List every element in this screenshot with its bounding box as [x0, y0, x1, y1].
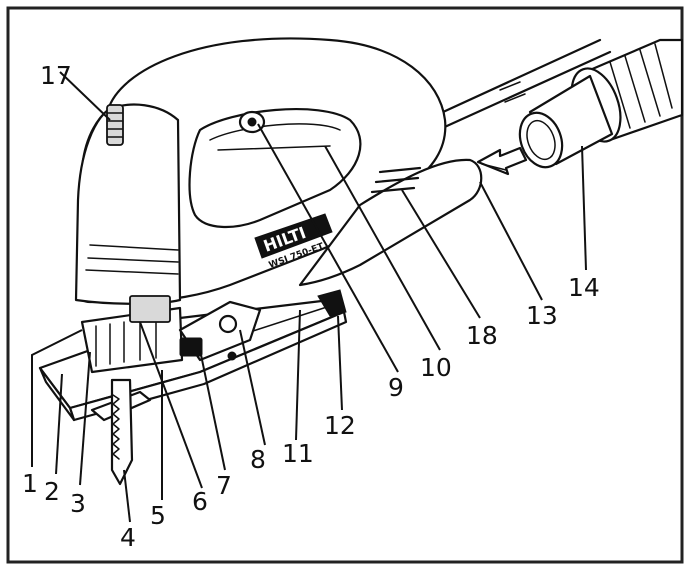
callout-5: 5	[150, 501, 166, 530]
callout-17: 17	[40, 61, 72, 90]
callout-10: 10	[420, 353, 452, 382]
base-plate	[38, 289, 348, 486]
power-cable	[428, 38, 612, 132]
callout-2: 2	[44, 477, 60, 506]
callout-13: 13	[526, 301, 558, 330]
callout-3: 3	[70, 489, 86, 518]
speed-wheel	[106, 104, 124, 146]
callout-18: 18	[466, 321, 498, 350]
callout-leaders	[31, 71, 587, 523]
callout-4: 4	[120, 523, 136, 552]
dust-hose	[518, 38, 684, 169]
diagram-frame	[6, 6, 684, 564]
lock-button	[238, 110, 266, 134]
callout-12: 12	[324, 411, 356, 440]
motor-housing: HILTI WSJ 750-ET	[74, 37, 483, 305]
switch-button	[129, 295, 171, 323]
callout-labels: 17 1 2 3 4 5 6 7 8 11 12 9 10 18 13 14	[22, 61, 600, 552]
callout-1: 1	[22, 469, 38, 498]
callout-14: 14	[568, 273, 600, 302]
callout-7: 7	[216, 471, 232, 500]
callout-11: 11	[282, 439, 314, 468]
hose-insert-arrow	[476, 146, 528, 176]
callout-9: 9	[388, 373, 404, 402]
pendulum-lever	[178, 300, 262, 362]
callout-6: 6	[192, 487, 208, 516]
callout-8: 8	[250, 445, 266, 474]
